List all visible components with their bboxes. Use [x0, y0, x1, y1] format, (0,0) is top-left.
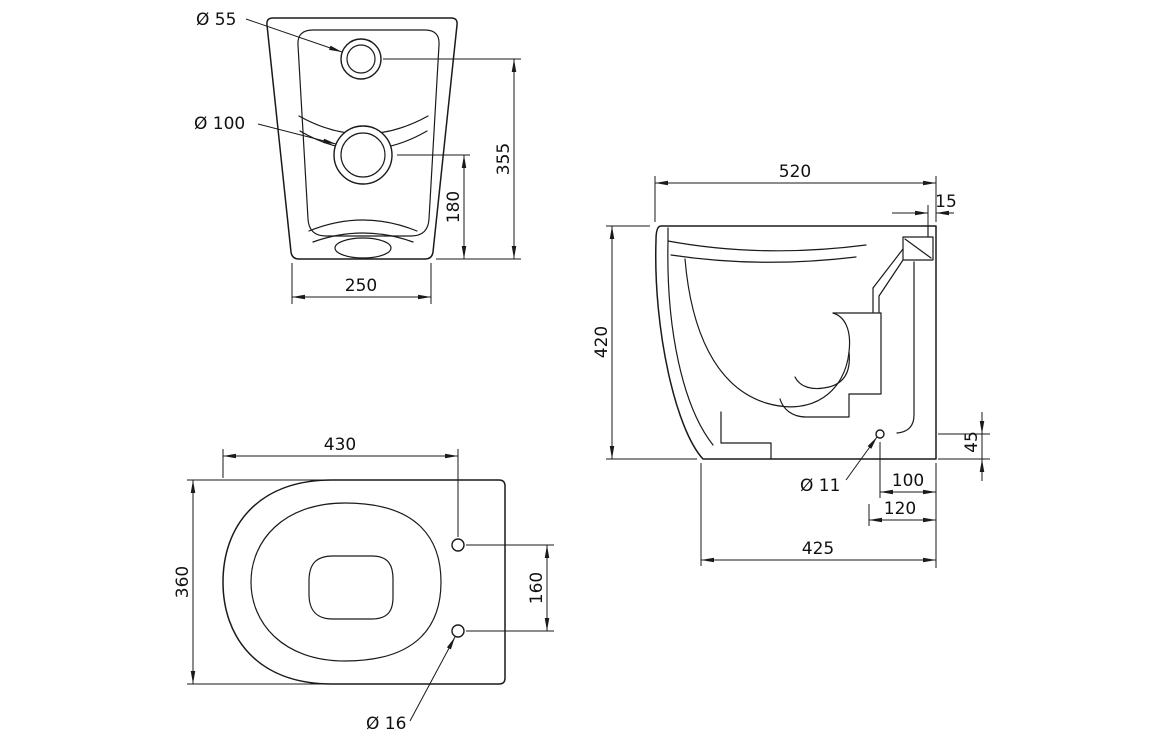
- plan-fixing-hole-bottom: [451, 624, 465, 638]
- side-rim-channel: [667, 240, 867, 252]
- leader-side-fixing-hole: Ø 11: [800, 436, 878, 496]
- dim-overall-width: 360: [173, 479, 330, 685]
- dim-fixing-hole-offset: 100: [879, 442, 937, 568]
- dim-overall-height-side: 420: [592, 225, 697, 460]
- dim-label-fixing-spacing: 160: [527, 572, 547, 604]
- rear-outline: [266, 17, 458, 260]
- dim-label-offset-secondary: 120: [884, 499, 916, 519]
- leader-line: [245, 18, 343, 53]
- plan-fixing-hole-top: [451, 538, 465, 552]
- leader-inlet-dia: Ø 100: [194, 114, 337, 145]
- dim-label-overall-height-side: 420: [592, 326, 612, 358]
- dim-label-overall-height-rear: 355: [494, 143, 514, 175]
- dim-label-overall-width: 360: [173, 566, 193, 598]
- rear-inner-panel: [297, 29, 440, 237]
- dim-label-overall-depth: 520: [779, 162, 811, 182]
- rear-view: Ø 55 Ø 100 180 355 250: [194, 10, 521, 304]
- dim-length-to-fixings: 430: [222, 435, 459, 537]
- dim-label-rim-offset: 15: [935, 192, 957, 212]
- dim-base-width: 250: [291, 263, 432, 304]
- rear-base-ellipse: [334, 237, 392, 259]
- side-back-inner-wall: [896, 261, 915, 434]
- dim-inlet-height: 180: [397, 154, 521, 260]
- dim-label-inlet-height: 180: [444, 191, 464, 223]
- dim-label-fixing-hole-height: 45: [962, 431, 982, 453]
- inlet-hole-outer: [333, 125, 393, 185]
- dim-label-fixing-hole-offset: 100: [892, 471, 924, 491]
- side-bowl-section: [684, 258, 851, 408]
- side-weir-curve: [794, 351, 850, 390]
- side-valve-feed: [878, 259, 904, 297]
- side-outline: [654, 225, 937, 460]
- plan-seat-outline: [250, 502, 442, 662]
- rear-base-arch: [312, 232, 414, 243]
- leader-plan-fixing-hole: Ø 16: [366, 636, 456, 734]
- dim-fixing-hole-height: 45: [938, 412, 990, 481]
- dim-rim-offset: 15: [892, 192, 957, 232]
- dim-base-depth: 425: [700, 463, 936, 566]
- rear-base-arch: [308, 219, 418, 232]
- side-front-inner-wall: [667, 227, 714, 446]
- leader-line: [409, 636, 456, 722]
- dim-fixing-spacing: 160: [466, 544, 554, 632]
- dim-label-plan-fixing-hole-dia: Ø 16: [366, 714, 406, 734]
- side-base-notch: [720, 411, 772, 460]
- side-valve-diagonal: [904, 238, 932, 259]
- dim-overall-height-rear: 355: [383, 58, 521, 259]
- side-fixing-hole: [875, 429, 885, 439]
- dim-label-base-width: 250: [345, 276, 377, 296]
- inlet-hole-inner: [340, 132, 386, 178]
- side-valve-feed: [872, 248, 904, 289]
- leader-line: [257, 123, 337, 145]
- dim-label-inlet-dia: Ø 100: [194, 114, 245, 134]
- dim-label-length-to-fixings: 430: [324, 435, 356, 455]
- plan-outline: [222, 479, 506, 685]
- side-trap-section: [848, 312, 882, 395]
- plan-bowl-outline: [308, 555, 394, 620]
- leader-flush-hole-dia: Ø 55: [196, 10, 343, 53]
- flush-hole-inner: [346, 44, 376, 74]
- side-rim-channel: [670, 254, 857, 263]
- dim-overall-depth: 520: [654, 162, 937, 222]
- side-trap-section: [779, 393, 850, 418]
- dim-label-side-fixing-hole-dia: Ø 11: [800, 476, 840, 496]
- leader-line: [845, 436, 878, 481]
- dim-offset-secondary: 120: [868, 499, 936, 526]
- side-valve-box: [902, 236, 934, 261]
- dim-label-base-depth: 425: [802, 539, 834, 559]
- side-view: 520 15 420 45 100: [592, 162, 990, 568]
- dim-label-flush-hole-dia: Ø 55: [196, 10, 236, 30]
- plan-view: 430 360 160 Ø 16: [173, 435, 554, 734]
